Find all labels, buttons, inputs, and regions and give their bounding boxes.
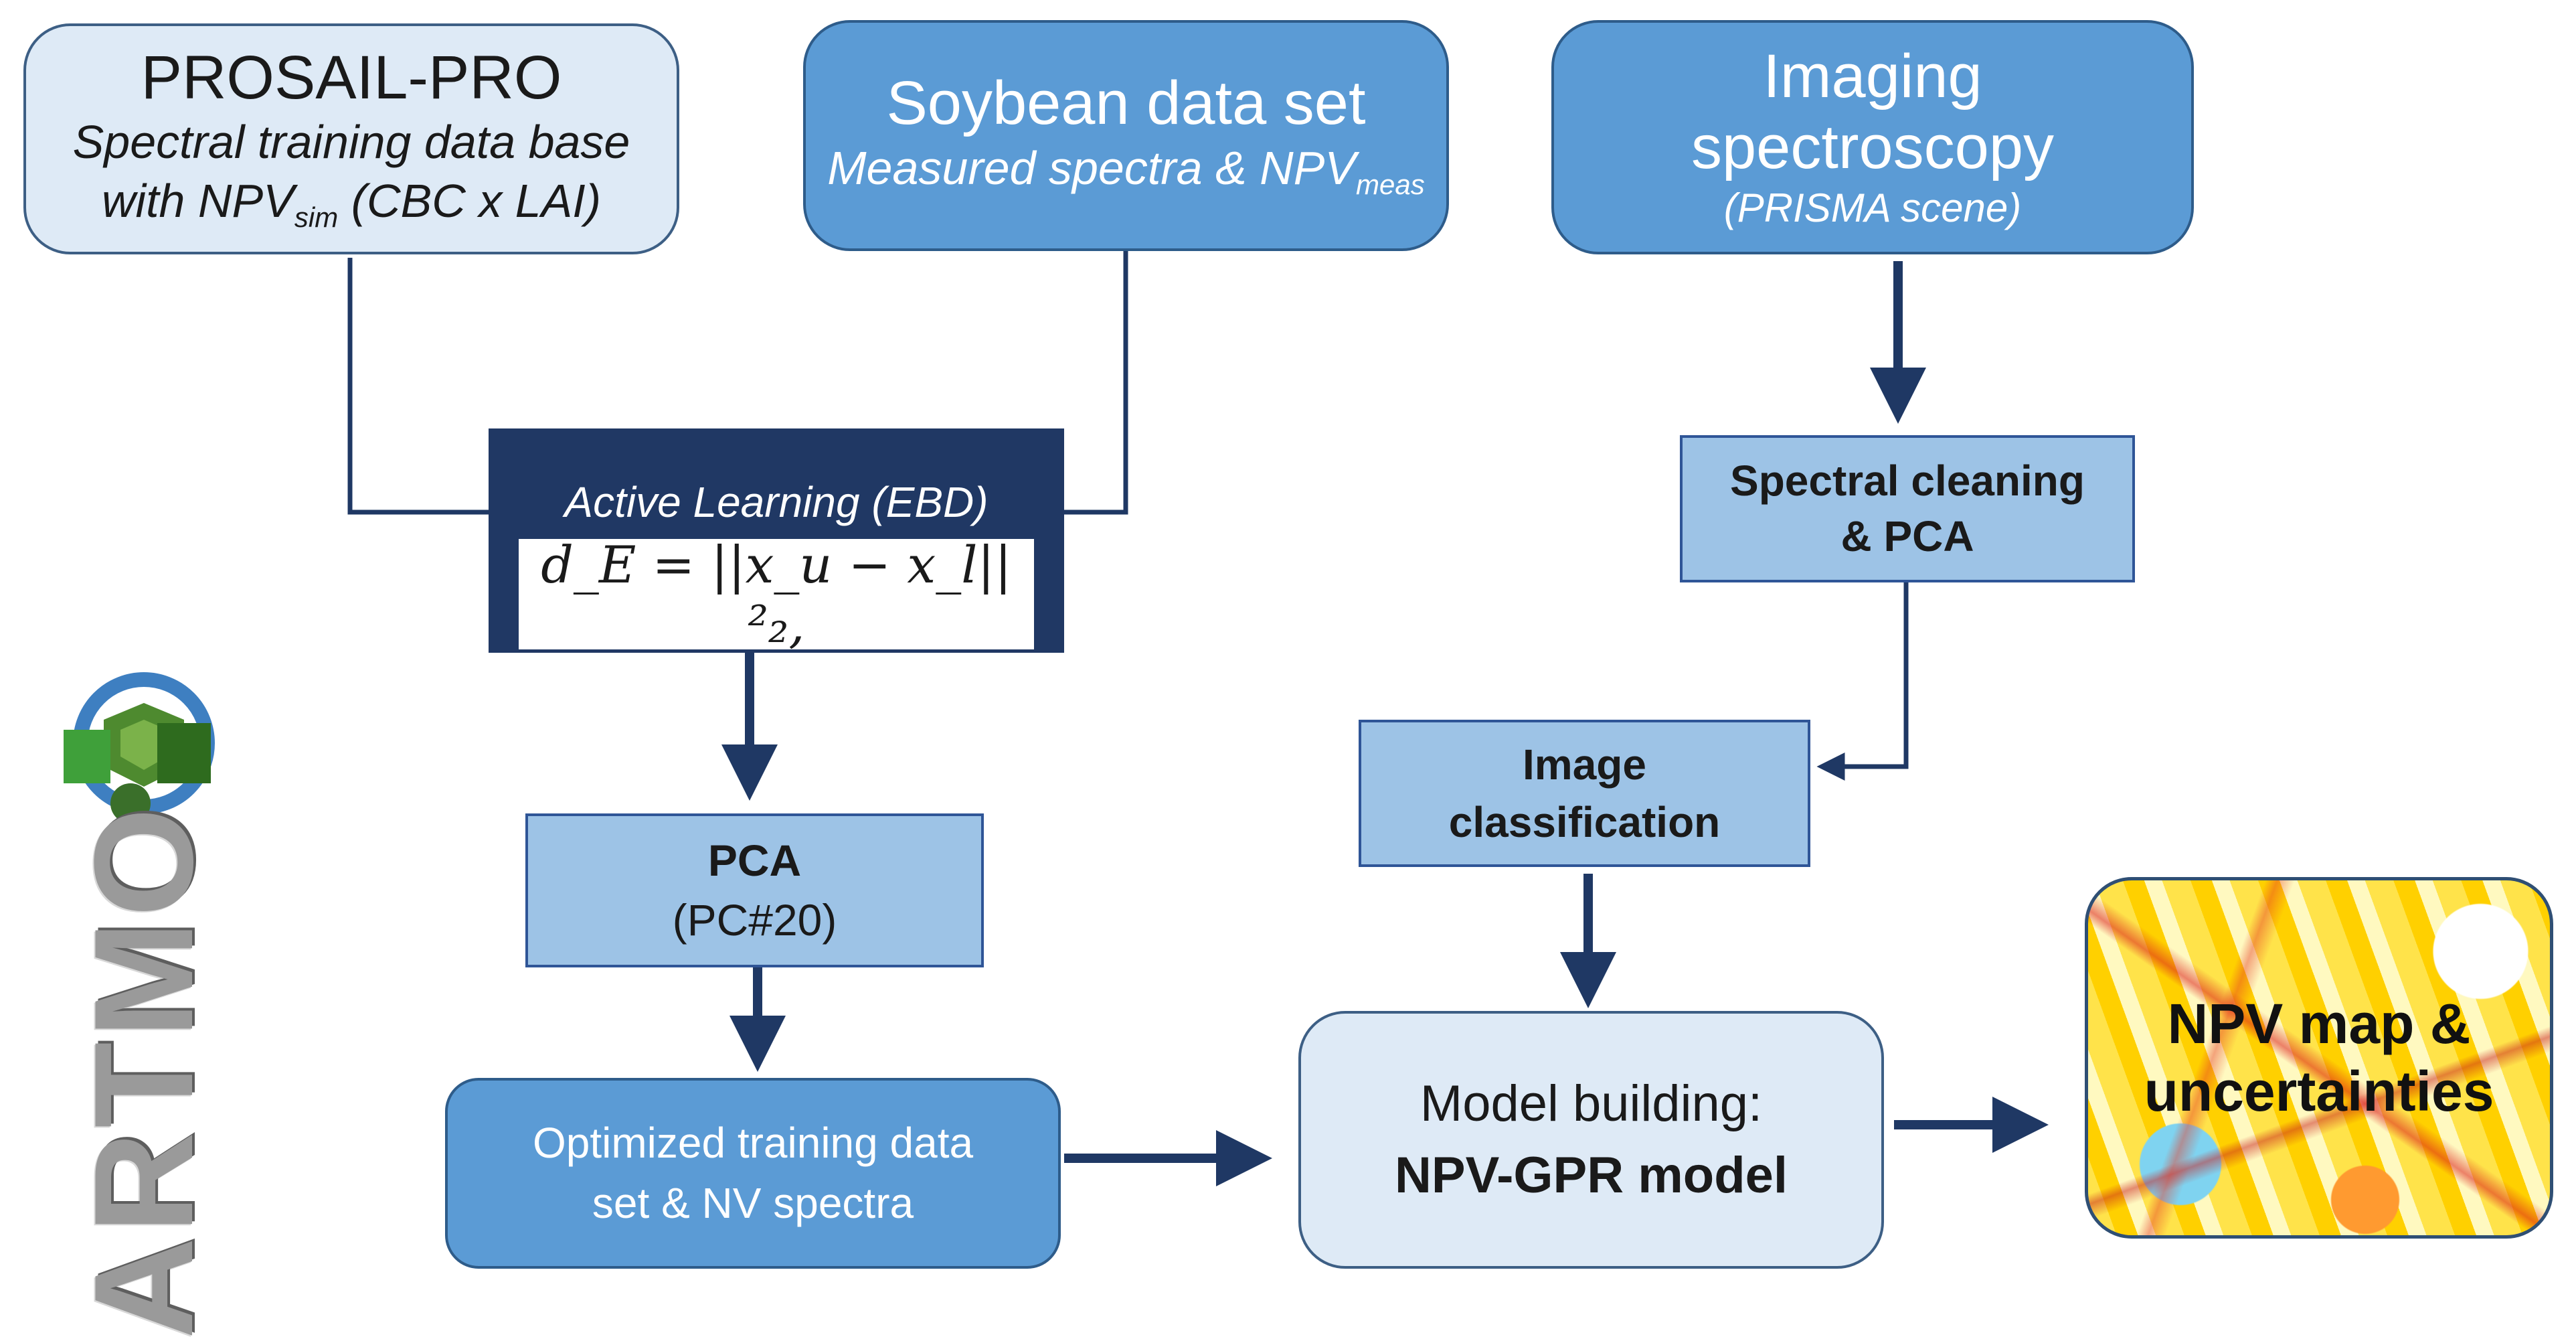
model-line1: Model building: (1420, 1075, 1763, 1133)
ebd-formula: d_E = ||x_u − x_l||²₂, (519, 535, 1034, 654)
active-learning-title: Active Learning (EBD) (564, 478, 989, 526)
artmo-logo: ARTMO (57, 656, 231, 1339)
soybean-title: Soybean data set (886, 69, 1366, 138)
spectral-cleaning-line1: Spectral cleaning (1730, 456, 2085, 505)
model-building-box: Model building: NPV-GPR model (1298, 1011, 1884, 1269)
image-classification-box: Image classification (1359, 720, 1810, 867)
npv-map-line1: NPV map & (2167, 992, 2471, 1056)
prosail-pro-box: PROSAIL-PRO Spectral training data base … (23, 23, 679, 254)
prosail-to-active-learning-line (347, 258, 542, 515)
imaging-subtitle: (PRISMA scene) (1723, 185, 2022, 231)
npv-map-line2: uncertainties (2144, 1060, 2494, 1123)
prosail-desc-line2: with NPVsim (CBC x LAI) (101, 174, 602, 233)
active-learning-box: Active Learning (EBD) d_E = ||x_u − x_l|… (489, 428, 1064, 654)
soybean-data-set-box: Soybean data set Measured spectra & NPVm… (803, 20, 1449, 251)
prosail-desc-line1: Spectral training data base (72, 116, 630, 169)
imaging-title-line1: Imaging (1763, 42, 1982, 110)
spectral-cleaning-line2: & PCA (1840, 512, 1974, 560)
imaging-title-line2: spectroscopy (1691, 112, 2055, 181)
optimized-training-data-box: Optimized training data set & NV spectra (445, 1078, 1061, 1269)
prosail-title: PROSAIL-PRO (141, 43, 562, 112)
connector-arrows (347, 251, 2049, 1186)
soybean-subtitle: Measured spectra & NPVmeas (827, 142, 1425, 201)
cleaning-to-classification-arrow (1816, 582, 1909, 781)
pca-subtitle: (PC#20) (672, 895, 837, 945)
image-classification-line2: classification (1448, 798, 1721, 846)
optimized-line2: set & NV spectra (592, 1178, 914, 1227)
npv-map-box: NPV map & uncertainties (2085, 877, 2553, 1239)
pca-box: PCA (PC#20) (525, 813, 984, 967)
pca-title: PCA (707, 835, 802, 885)
artmo-logo-text: ARTMO (65, 803, 222, 1339)
artmo-globe-icon (64, 672, 215, 823)
spectral-cleaning-box: Spectral cleaning & PCA (1680, 435, 2135, 582)
optimized-line1: Optimized training data (532, 1118, 974, 1167)
model-line2: NPV-GPR model (1395, 1146, 1788, 1204)
imaging-spectroscopy-box: Imaging spectroscopy (PRISMA scene) (1551, 20, 2194, 254)
image-classification-line1: Image (1523, 740, 1646, 789)
